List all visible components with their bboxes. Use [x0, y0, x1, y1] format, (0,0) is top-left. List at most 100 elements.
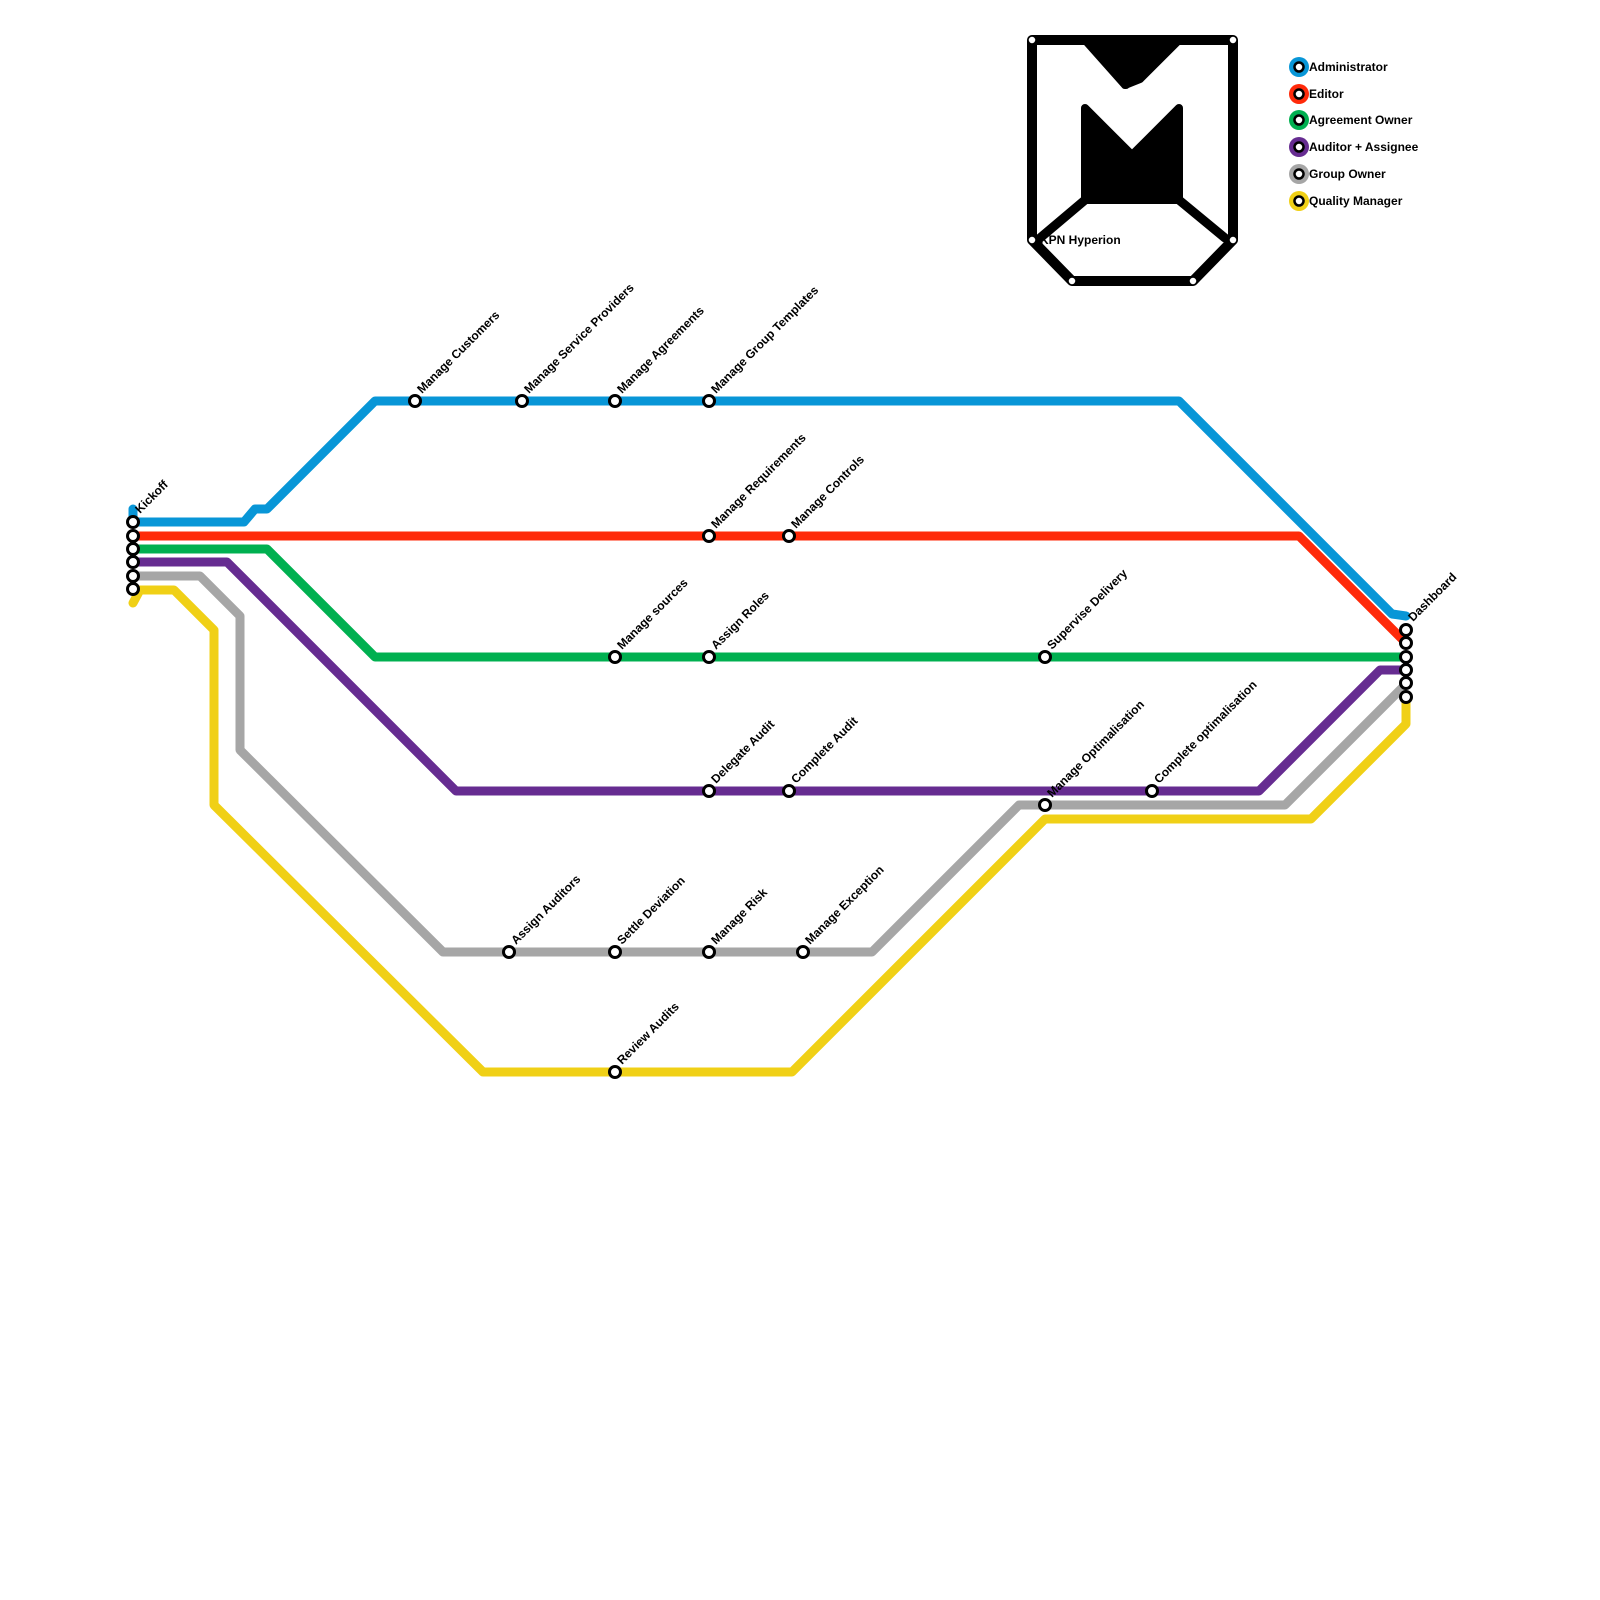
station-settle-deviation[interactable]: Settle Deviation	[608, 874, 688, 959]
station-marker	[702, 784, 716, 798]
legend-item-editor[interactable]: Editor	[1289, 84, 1344, 104]
station-label: Manage Customers	[414, 308, 502, 396]
station-label: Manage Controls	[788, 452, 867, 531]
station-label: Manage Group Templates	[708, 283, 821, 396]
logo-node	[1067, 276, 1077, 286]
kickoff-stop-admin	[126, 515, 140, 529]
station-marker	[1038, 798, 1052, 812]
route-lines	[128, 396, 1411, 1077]
kickoff-stop-editor	[126, 529, 140, 543]
dashboard-stop-auditor	[1399, 663, 1413, 677]
station-marker	[782, 529, 796, 543]
legend: Administrator Editor Agreement Owner Aud…	[1289, 57, 1419, 211]
dashboard-label: Dashboard	[1405, 570, 1459, 624]
kpn-hyperion-logo: KPN Hyperion	[1027, 35, 1238, 286]
station-complete-audit[interactable]: Complete Audit	[782, 714, 861, 798]
station-marker	[608, 945, 622, 959]
station-assign-auditors[interactable]: Assign Auditors	[502, 872, 584, 959]
kickoff-stop-auditor	[126, 555, 140, 569]
logo-left-diagonal	[1035, 195, 1090, 243]
kickoff-stop-group	[126, 569, 140, 583]
dashboard-terminal[interactable]: Dashboard	[1399, 570, 1460, 704]
station-complete-optimalisation[interactable]: Complete optimalisation	[1145, 678, 1260, 798]
legend-label: Quality Manager	[1309, 194, 1403, 208]
station-label: Assign Roles	[708, 588, 772, 652]
dashboard-stop-agreement	[1399, 650, 1413, 664]
line-auditor-assignee	[128, 557, 1411, 796]
legend-label: Editor	[1309, 87, 1344, 101]
legend-stop-icon	[1293, 141, 1305, 153]
legend-stop-icon	[1293, 168, 1305, 180]
station-label: Review Audits	[614, 999, 682, 1067]
station-manage-group-templates[interactable]: Manage Group Templates	[702, 283, 822, 408]
station-label: Manage Exception	[802, 863, 886, 947]
legend-stop-icon	[1293, 88, 1305, 100]
dashboard-stop-admin	[1399, 623, 1413, 637]
station-marker	[796, 945, 810, 959]
station-marker	[408, 394, 422, 408]
legend-label: Agreement Owner	[1309, 113, 1413, 127]
station-label: Manage Risk	[708, 885, 770, 947]
station-review-audits[interactable]: Review Audits	[608, 999, 683, 1079]
logo-node	[1027, 35, 1037, 45]
station-label: Complete Audit	[788, 714, 860, 786]
station-marker	[702, 394, 716, 408]
legend-label: Administrator	[1309, 60, 1388, 74]
legend-item-group-owner[interactable]: Group Owner	[1289, 164, 1386, 184]
station-manage-risk[interactable]: Manage Risk	[702, 885, 771, 959]
logo-right-diagonal	[1174, 195, 1230, 243]
logo-top-notch	[1081, 36, 1183, 89]
station-marker	[608, 1065, 622, 1079]
dashboard-stop-editor	[1399, 636, 1413, 650]
logo-node	[1188, 276, 1198, 286]
station-marker	[702, 945, 716, 959]
station-label: Delegate Audit	[708, 717, 777, 786]
legend-item-auditor-assignee[interactable]: Auditor + Assignee	[1289, 137, 1419, 157]
logo-label: KPN Hyperion	[1040, 233, 1121, 247]
station-label: Settle Deviation	[614, 874, 688, 948]
kickoff-stop-quality	[126, 582, 140, 596]
legend-item-agreement-owner[interactable]: Agreement Owner	[1289, 110, 1413, 130]
station-label: Complete optimalisation	[1151, 678, 1259, 786]
station-manage-exception[interactable]: Manage Exception	[796, 863, 887, 959]
line-editor	[128, 531, 1411, 648]
dashboard-stop-quality	[1399, 690, 1413, 704]
station-manage-controls[interactable]: Manage Controls	[782, 452, 868, 543]
logo-node	[1228, 235, 1238, 245]
station-marker	[1038, 650, 1052, 664]
legend-stop-icon	[1293, 114, 1305, 126]
station-marker	[608, 394, 622, 408]
station-label: Manage Optimalisation	[1044, 697, 1147, 800]
station-manage-agreements[interactable]: Manage Agreements	[608, 303, 708, 408]
logo-node	[1027, 235, 1037, 245]
station-label: Manage Service Providers	[521, 280, 637, 396]
station-marker	[1145, 784, 1159, 798]
station-marker	[782, 784, 796, 798]
station-marker	[608, 650, 622, 664]
dashboard-stop-group	[1399, 676, 1413, 690]
station-manage-sources[interactable]: Manage sources	[608, 575, 691, 664]
station-delegate-audit[interactable]: Delegate Audit	[702, 717, 778, 798]
kickoff-stop-agreement	[126, 542, 140, 556]
station-marker	[702, 650, 716, 664]
station-marker	[515, 394, 529, 408]
line-group-owner	[128, 571, 1411, 957]
station-assign-roles[interactable]: Assign Roles	[702, 588, 773, 664]
legend-stop-icon	[1293, 61, 1305, 73]
logo-node	[1228, 35, 1238, 45]
station-marker	[702, 529, 716, 543]
legend-label: Auditor + Assignee	[1309, 140, 1419, 154]
line-administrator	[128, 396, 1411, 621]
station-label: Assign Auditors	[508, 872, 583, 947]
logo-m-shape	[1081, 104, 1183, 204]
line-agreement-owner	[128, 544, 1411, 662]
legend-item-administrator[interactable]: Administrator	[1289, 57, 1388, 77]
station-label: Manage sources	[614, 575, 691, 652]
station-label: Supervise Delivery	[1044, 566, 1130, 652]
legend-item-quality-manager[interactable]: Quality Manager	[1289, 191, 1403, 211]
station-marker	[502, 945, 516, 959]
station-manage-customers[interactable]: Manage Customers	[408, 308, 503, 408]
station-supervise-delivery[interactable]: Supervise Delivery	[1038, 566, 1131, 664]
kickoff-label: Kickoff	[132, 477, 171, 516]
